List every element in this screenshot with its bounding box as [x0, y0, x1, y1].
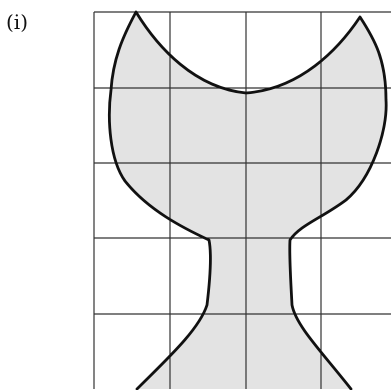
- grid-lines: [93, 11, 391, 389]
- figure-label: (i): [6, 10, 29, 34]
- goblet-outline: [108, 10, 388, 390]
- goblet-shape: [109, 12, 387, 389]
